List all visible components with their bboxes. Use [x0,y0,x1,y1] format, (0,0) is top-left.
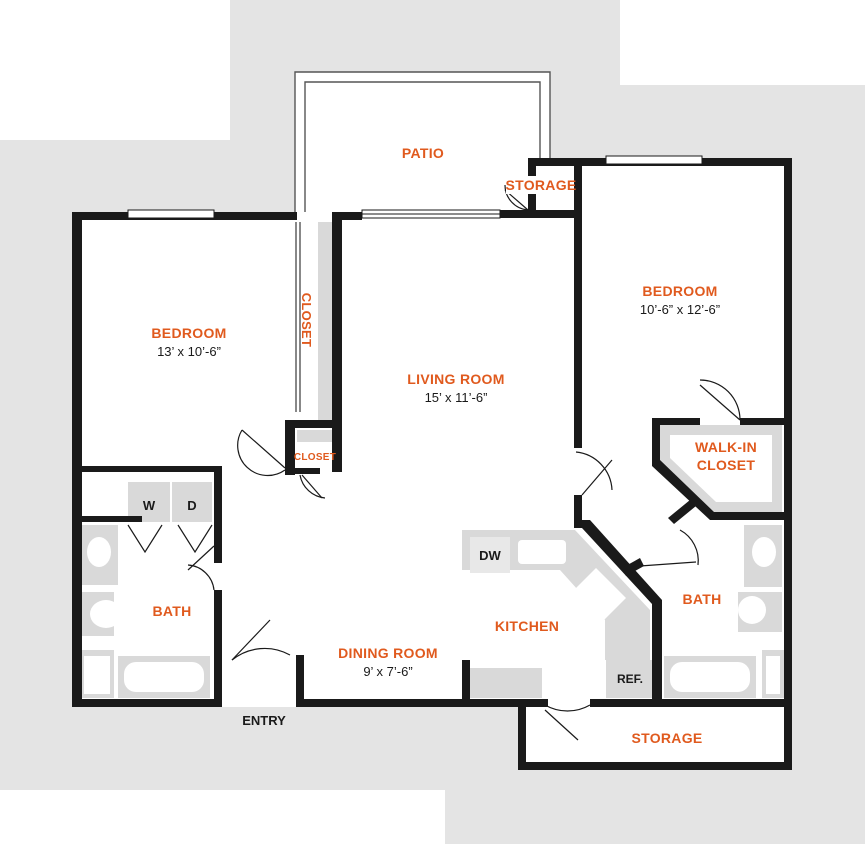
washer-box [128,482,170,522]
bath-right-label: BATH [682,591,721,607]
closet-small-shelf [297,430,333,442]
dishwasher-label: DW [479,548,501,563]
refrigerator-label: REF. [617,672,643,686]
tub-left-basin [124,662,204,692]
dishwasher [470,537,510,573]
walkin-floor [670,435,772,502]
room-labels: PATIO STORAGE BEDROOM 13’ x 10’-6” CLOSE… [143,145,757,746]
fixture-details [84,435,780,698]
kitchen-sink [518,540,566,564]
shower-right-box [766,656,780,694]
bedroom-left-label: BEDROOM [151,325,226,341]
toilet-left-bowl [90,600,122,628]
dryer-label: D [187,498,196,513]
toilet-right-bowl [738,596,766,624]
walkin-closet-line2: CLOSET [697,457,756,473]
living-room-dims: 15’ x 11’-6” [425,390,488,405]
sink-left [87,537,111,567]
patio-label: PATIO [402,145,444,161]
washer-label: W [143,498,156,513]
living-room-label: LIVING ROOM [407,371,504,387]
dryer-box [172,482,212,522]
shower-left-box [84,656,110,694]
storage-bottom-label: STORAGE [631,730,702,746]
dining-room-label: DINING ROOM [338,645,438,661]
doors [127,184,741,741]
dining-room-dims: 9’ x 7’-6” [363,664,412,679]
bedroom-right-label: BEDROOM [642,283,717,299]
closet-left-label: CLOSET [299,293,314,348]
tub-right-basin [670,662,750,692]
storage-patio-label: STORAGE [505,177,576,193]
bedroom-left-dims: 13’ x 10’-6” [157,344,221,359]
kitchen-island [470,668,542,698]
refrigerator [606,660,652,698]
range [568,568,626,626]
entry-label: ENTRY [242,713,286,728]
windows [127,155,703,219]
sink-right [752,537,776,567]
closet-small-label: CLOSET [294,452,336,463]
closet-shelf-left [318,222,334,422]
bedroom-right-dims: 10’-6” x 12’-6” [640,302,720,317]
kitchen-label: KITCHEN [495,618,559,634]
patio-railing [294,71,551,212]
bath-left-label: BATH [152,603,191,619]
walkin-closet-line1: WALK-IN [695,439,757,455]
